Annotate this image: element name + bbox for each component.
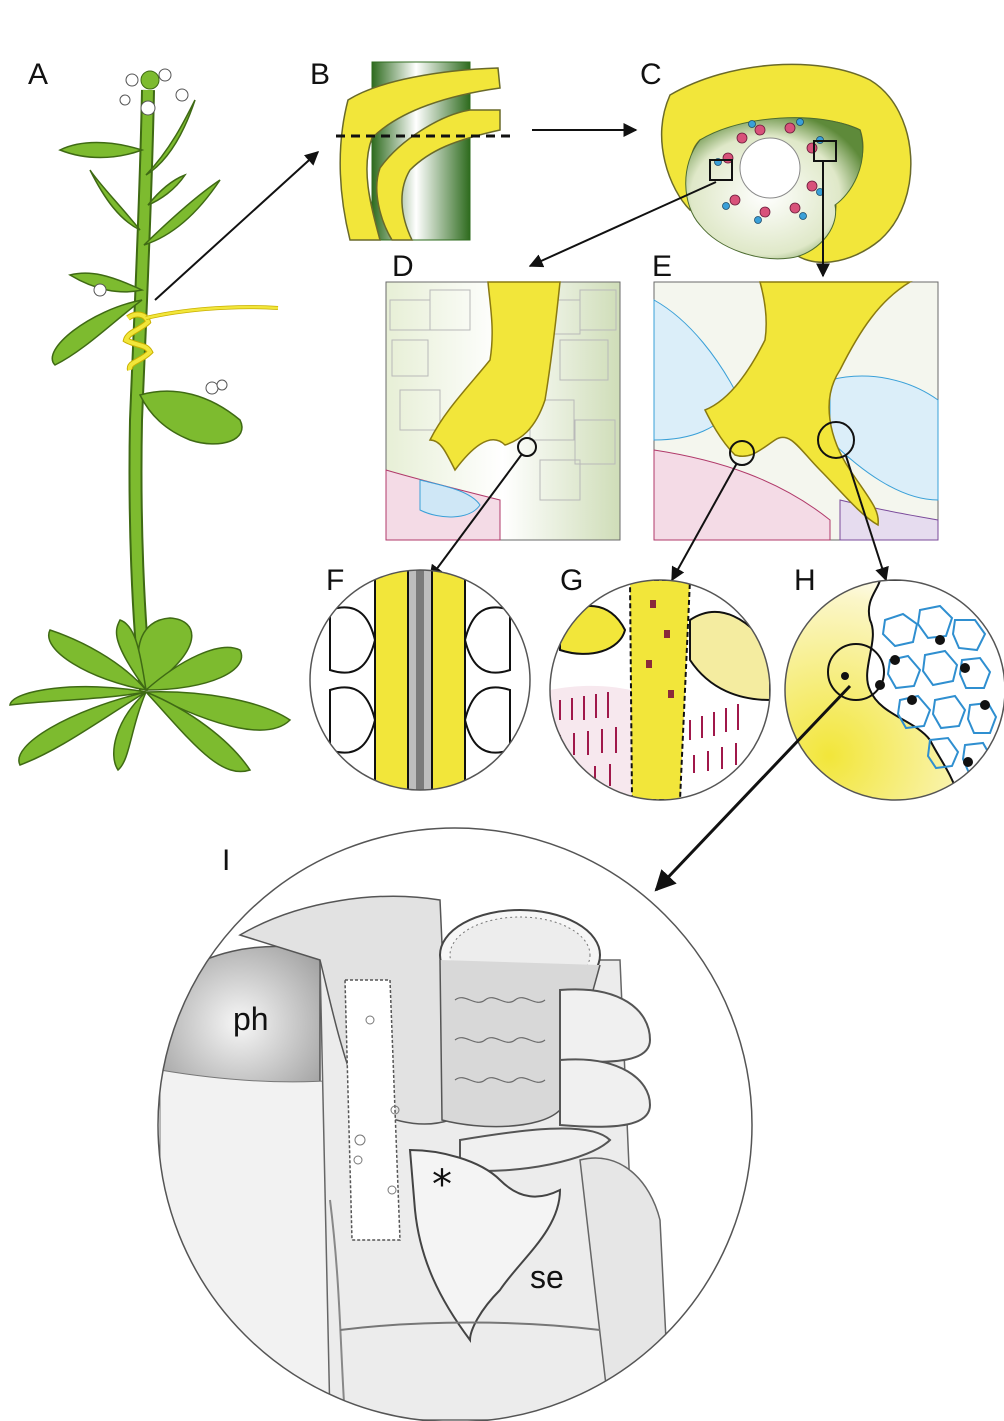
panel-label-a: A: [28, 58, 48, 91]
panel-b-coil: B: [310, 58, 516, 240]
arrow-c-to-d: [530, 182, 716, 266]
panel-e-haustorium-detail: E: [652, 250, 938, 540]
panel-label-b: B: [310, 58, 330, 91]
panel-label-h: H: [794, 564, 816, 597]
panel-a-plant: A: [10, 58, 290, 772]
panel-d-haustorium-detail: D: [386, 250, 620, 540]
panel-label-f: F: [326, 564, 344, 597]
panel-label-d: D: [392, 250, 414, 283]
panel-i-sieve-element-detail: ph * se I: [158, 828, 752, 1421]
label-sieve-element: se: [530, 1259, 564, 1295]
panel-g-xylem-contact: G: [550, 564, 770, 800]
panel-c-cross-section: C: [640, 58, 911, 262]
panel-h-phloem-contact: H: [785, 564, 1004, 800]
basal-rosette: [10, 618, 290, 772]
panel-label-e: E: [652, 250, 672, 283]
panel-label-i: I: [222, 844, 230, 877]
dodder-parasite: [126, 307, 278, 370]
label-asterisk: *: [432, 1162, 452, 1208]
panel-f-cell-junction: F: [310, 560, 530, 800]
panel-label-c: C: [640, 58, 662, 91]
panel-label-g: G: [560, 564, 583, 597]
label-phloem: ph: [233, 1001, 269, 1037]
